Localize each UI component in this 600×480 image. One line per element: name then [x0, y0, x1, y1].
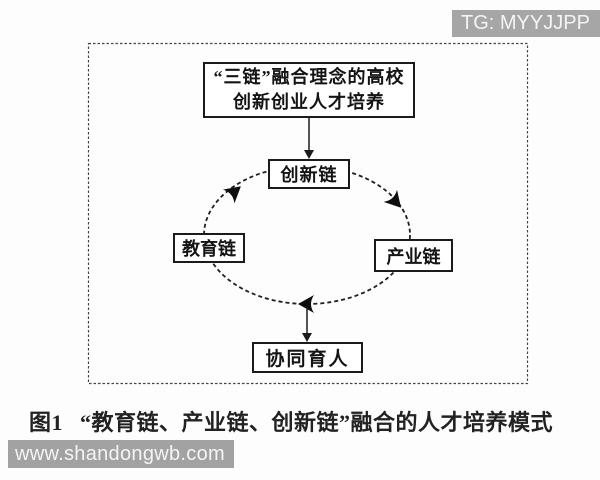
caption-text: “教育链、产业链、创新链”融合的人才培养模式 — [80, 410, 554, 435]
cycle-arrowhead-left-icon — [222, 186, 241, 204]
header-box-line2: 创新创业人才培养 — [233, 92, 385, 112]
dashed-border — [87, 42, 529, 385]
node-industry-chain: 产业链 — [374, 239, 453, 272]
caption-label: 图1 — [28, 410, 63, 435]
watermark-top-right: TG: MYYJJPP — [452, 10, 600, 37]
cycle-arrowhead-bottom-icon — [298, 295, 314, 313]
cycle-arrowhead-right-icon — [383, 189, 402, 208]
figure-caption: 图1 “教育链、产业链、创新链”融合的人才培养模式 — [10, 405, 572, 437]
node-collaborative-education: 协同育人 — [252, 342, 363, 373]
node-innovation-chain: 创新链 — [268, 159, 350, 189]
down-arrow-icon — [302, 333, 312, 342]
header-box-line1: “三链”融合理念的高校 — [213, 67, 405, 87]
arrow-cycle-to-outcome — [302, 308, 312, 342]
arrow-header-to-innovation — [304, 118, 314, 159]
watermark-bottom-left: www.shandongwb.com — [8, 440, 234, 468]
down-arrow-icon — [304, 150, 314, 159]
node-education-chain: 教育链 — [173, 233, 245, 263]
header-box: “三链”融合理念的高校 创新创业人才培养 — [203, 62, 415, 118]
